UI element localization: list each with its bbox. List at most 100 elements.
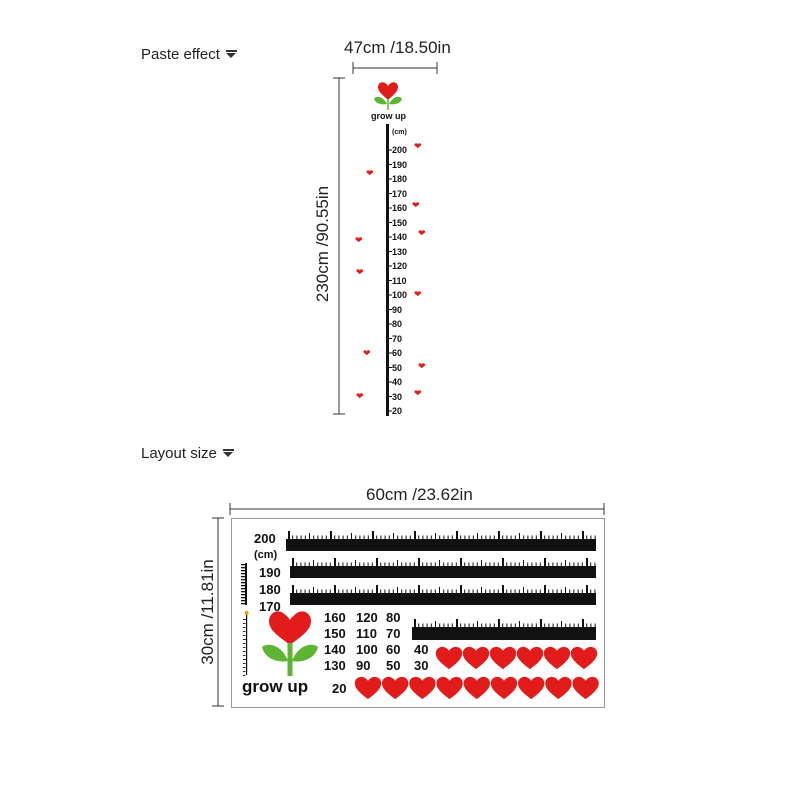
heart-icon: ❤ bbox=[414, 289, 422, 299]
ruler-tick bbox=[355, 535, 357, 539]
ruler-tick bbox=[325, 589, 327, 593]
ruler-tick bbox=[317, 589, 319, 593]
heart-icon: ❤ bbox=[363, 348, 371, 358]
ruler-tick bbox=[413, 562, 415, 566]
ruler-tick bbox=[397, 535, 399, 539]
heart-icon bbox=[490, 676, 518, 700]
heart-icon: ❤ bbox=[356, 267, 364, 277]
ruler-tick bbox=[481, 587, 482, 593]
layout-size-title: Layout size bbox=[141, 445, 234, 462]
ruler-tick bbox=[460, 535, 462, 539]
ruler-tick bbox=[384, 562, 386, 566]
ruler-tick bbox=[456, 531, 458, 539]
mini-ruler-tick bbox=[241, 564, 247, 566]
ruler-tick bbox=[468, 562, 470, 566]
ruler-tick bbox=[296, 535, 298, 539]
ruler-tick bbox=[485, 589, 487, 593]
ruler-tick bbox=[573, 623, 575, 627]
ruler-strip-70 bbox=[412, 619, 596, 640]
ruler-tick bbox=[447, 535, 449, 539]
big-leaf-left-icon bbox=[262, 644, 288, 662]
ruler-tick bbox=[460, 558, 462, 566]
ruler-tick bbox=[313, 587, 314, 593]
layout-grid-number: 50 bbox=[386, 658, 401, 673]
ruler-tick bbox=[460, 585, 462, 593]
mini-ruler-tick bbox=[241, 585, 245, 587]
ruler-tick bbox=[514, 562, 516, 566]
flower-leaf-right-icon bbox=[389, 96, 402, 105]
paste-ruler-number: 170 bbox=[392, 188, 408, 199]
mini-ruler-tick bbox=[243, 635, 246, 636]
ruler-tick bbox=[519, 533, 520, 539]
ruler-tick bbox=[556, 535, 558, 539]
ruler-tick bbox=[367, 562, 369, 566]
heart-sticker-grid bbox=[354, 646, 599, 700]
ruler-tick bbox=[418, 623, 420, 627]
ruler-tick bbox=[447, 562, 449, 566]
ruler-tick bbox=[594, 535, 596, 539]
ruler-tick bbox=[485, 623, 487, 627]
ruler-tick bbox=[443, 562, 445, 566]
ruler-tick bbox=[548, 562, 550, 566]
ruler-tick bbox=[317, 562, 319, 566]
ruler-tick bbox=[439, 535, 441, 539]
paste-ruler-number: 110 bbox=[392, 275, 407, 286]
ruler-tick bbox=[502, 535, 504, 539]
ruler-tick bbox=[380, 535, 382, 539]
ruler-tick bbox=[426, 589, 428, 593]
heart-icon: ❤ bbox=[418, 228, 426, 238]
ruler-tick bbox=[409, 535, 411, 539]
ruler-tick bbox=[464, 535, 466, 539]
ruler-tick bbox=[506, 535, 508, 539]
ruler-tick bbox=[300, 562, 302, 566]
ruler-tick bbox=[586, 535, 588, 539]
ruler-tick bbox=[552, 535, 554, 539]
ruler-tick bbox=[540, 619, 542, 627]
ruler-tick bbox=[422, 623, 424, 627]
ruler-tick bbox=[313, 535, 315, 539]
mini-ruler-tick bbox=[243, 663, 246, 664]
ruler-tick bbox=[531, 562, 533, 566]
heart-icon bbox=[435, 646, 463, 670]
ruler-tick bbox=[342, 589, 344, 593]
ruler-tick bbox=[497, 562, 499, 566]
ruler-tick bbox=[418, 535, 420, 539]
ruler-tick bbox=[561, 533, 562, 539]
ruler-tick bbox=[451, 589, 453, 593]
ruler-tick bbox=[455, 589, 457, 593]
heart-icon bbox=[572, 676, 599, 700]
ruler-tick bbox=[413, 589, 415, 593]
ruler-tick bbox=[535, 623, 537, 627]
ruler-tick bbox=[426, 623, 428, 627]
ruler-tick bbox=[393, 533, 394, 539]
ruler-tick bbox=[296, 589, 298, 593]
ruler-tick bbox=[460, 623, 462, 627]
mini-ruler-tick bbox=[241, 579, 245, 581]
ruler-tick bbox=[334, 585, 336, 593]
ruler-tick bbox=[447, 589, 449, 593]
heart-icon bbox=[462, 646, 490, 670]
ruler-tick bbox=[556, 623, 558, 627]
layout-num-170: 170 bbox=[259, 599, 281, 614]
ruler-tick bbox=[523, 535, 525, 539]
ruler-strip-190 bbox=[290, 558, 596, 578]
ruler-tick bbox=[359, 535, 361, 539]
ruler-tick bbox=[556, 562, 558, 566]
mini-ruler-tick bbox=[241, 570, 247, 572]
heart-icon bbox=[409, 676, 436, 700]
paste-ruler-number: 60 bbox=[392, 348, 403, 358]
ruler-tick bbox=[493, 623, 495, 627]
mini-ruler-tick bbox=[243, 627, 246, 628]
ruler-tick bbox=[569, 535, 571, 539]
ruler-tick bbox=[548, 589, 550, 593]
ruler-tick bbox=[380, 562, 382, 566]
layout-grid-number: 30 bbox=[414, 658, 429, 673]
ruler-tick bbox=[582, 619, 584, 627]
layout-num-20: 20 bbox=[332, 681, 347, 696]
heart-icon bbox=[382, 676, 409, 700]
chevron-down-icon bbox=[222, 449, 234, 458]
ruler-tick bbox=[430, 589, 432, 593]
ruler-tick bbox=[456, 619, 458, 627]
mini-ruler-tick bbox=[241, 600, 247, 602]
